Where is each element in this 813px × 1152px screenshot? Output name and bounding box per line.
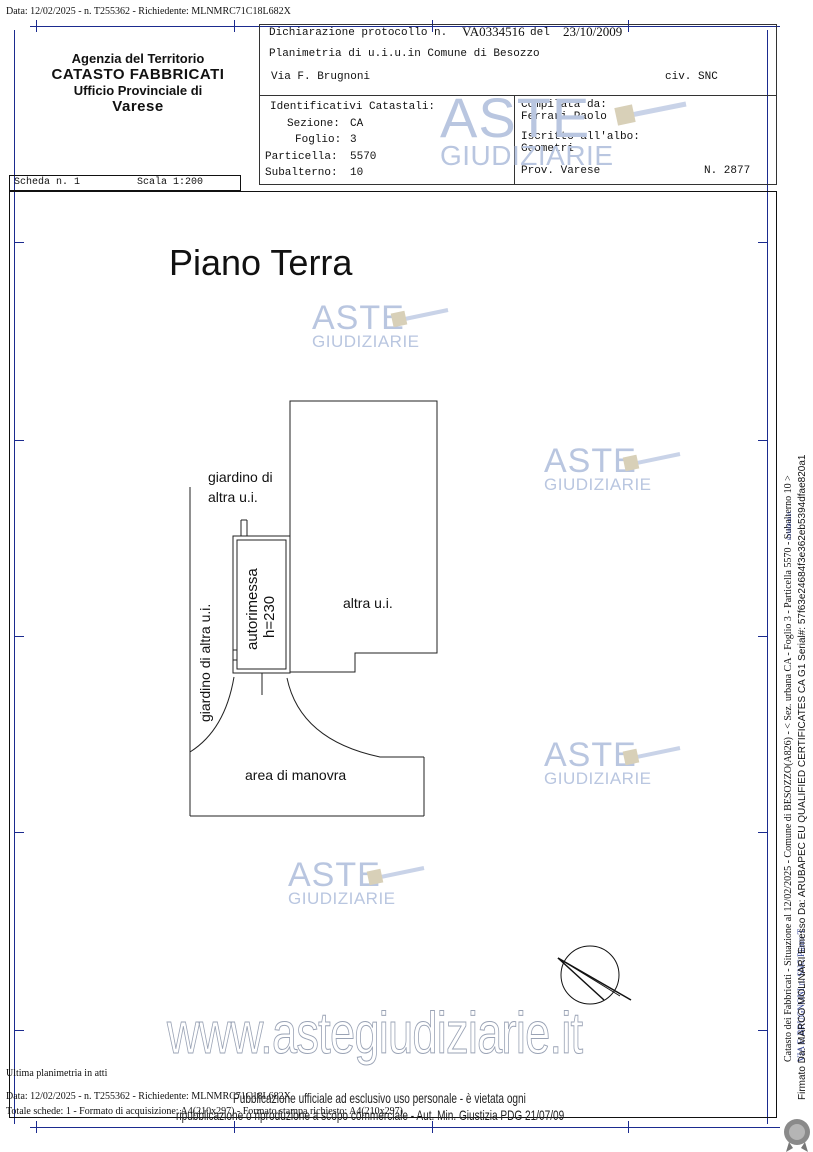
agency-block: Agenzia del Territorio CATASTO FABBRICAT…: [18, 51, 258, 115]
scheda-number: Scheda n. 1: [14, 177, 81, 188]
label-garden-side: giardino di altra u.i.: [197, 603, 213, 722]
foglio-value: 3: [350, 134, 357, 146]
label-garage: autorimessa: [244, 568, 261, 650]
declaration-date: 23/10/2009: [563, 24, 623, 39]
agency-name: Agenzia del Territorio: [71, 51, 205, 66]
label-garden-top: giardino di altra u.i.: [208, 469, 273, 505]
drawing-area: [9, 191, 777, 1118]
notice-line1: Pubblicazione ufficiale ad esclusivo uso…: [233, 1090, 526, 1106]
register-value: Geometri: [521, 143, 574, 155]
register-label: Iscritto all'albo:: [521, 131, 640, 143]
civic-number: civ. SNC: [665, 71, 718, 83]
cadastre-title: CATASTO FABBRICATI: [51, 66, 225, 83]
gavel-icon: [366, 866, 425, 886]
declaration-label: Dichiarazione protocollo n.: [269, 27, 448, 39]
seal-icon: [784, 1119, 810, 1152]
scheda-box: [9, 175, 241, 191]
notice-line2: ripubblicazione o riproduzione a scopo c…: [176, 1107, 565, 1123]
scale: Scala 1:200: [137, 177, 204, 188]
compiler-name: Ferrari Paolo: [521, 111, 607, 123]
gavel-icon: [622, 746, 681, 766]
province: Prov. Varese: [521, 165, 601, 177]
footer-data-line: Data: 12/02/2025 - n. T255362 - Richiede…: [6, 1091, 291, 1102]
site-watermark: www.astegiudiziarie.it: [167, 1001, 584, 1067]
particella-label: Particella:: [265, 151, 338, 163]
address: Via F. Brugnoni: [271, 71, 371, 83]
particella-value: 5570: [350, 151, 377, 163]
side-cadastre-info: Catasto dei Fabbricati - Situazione al 1…: [783, 475, 794, 1062]
side-code: n.nnnn.n.n: [787, 511, 793, 540]
subalterno-label: Subalterno:: [265, 167, 338, 179]
foglio-label: Foglio:: [295, 134, 342, 146]
subalterno-value: 10: [350, 167, 364, 179]
frame-top: [30, 26, 780, 27]
office-city: Varese: [112, 98, 164, 115]
last-plan-note: Ultima planimetria in atti: [6, 1068, 108, 1079]
label-height: h=230: [261, 595, 278, 638]
identifiers-title: Identificativi Catastali:: [270, 101, 436, 113]
del-label: del: [530, 27, 550, 39]
gavel-icon: [390, 308, 449, 328]
gavel-icon: [622, 452, 681, 472]
floor-title: Piano Terra: [169, 242, 353, 283]
compiled-label: Compilata da:: [521, 99, 607, 111]
label-other-unit: altra u.i.: [343, 595, 393, 611]
protocol-number: VA0334516: [462, 24, 525, 39]
footer-totale-line: Totale schede: 1 - Formato di acquisizio…: [6, 1106, 403, 1117]
register-number: N. 2877: [704, 165, 751, 177]
frame-bottom: [30, 1127, 780, 1128]
office-label: Ufficio Provinciale di: [73, 83, 203, 98]
plan-title: Planimetria di u.i.u.in Comune di Besozz…: [269, 48, 540, 60]
request-header: Data: 12/02/2025 - n. T255362 - Richiede…: [6, 6, 291, 17]
sezione-label: Sezione:: [287, 118, 340, 130]
frame-right: [767, 30, 768, 1124]
sezione-value: CA: [350, 118, 364, 130]
label-maneuver-area: area di manovra: [245, 767, 347, 783]
side-signature: Firmato Da: MARCO MOLINARI Emesso Da: AR…: [797, 454, 808, 1100]
declaration-box: [259, 24, 777, 185]
frame-left: [14, 30, 15, 1124]
gavel-icon: [614, 101, 687, 126]
